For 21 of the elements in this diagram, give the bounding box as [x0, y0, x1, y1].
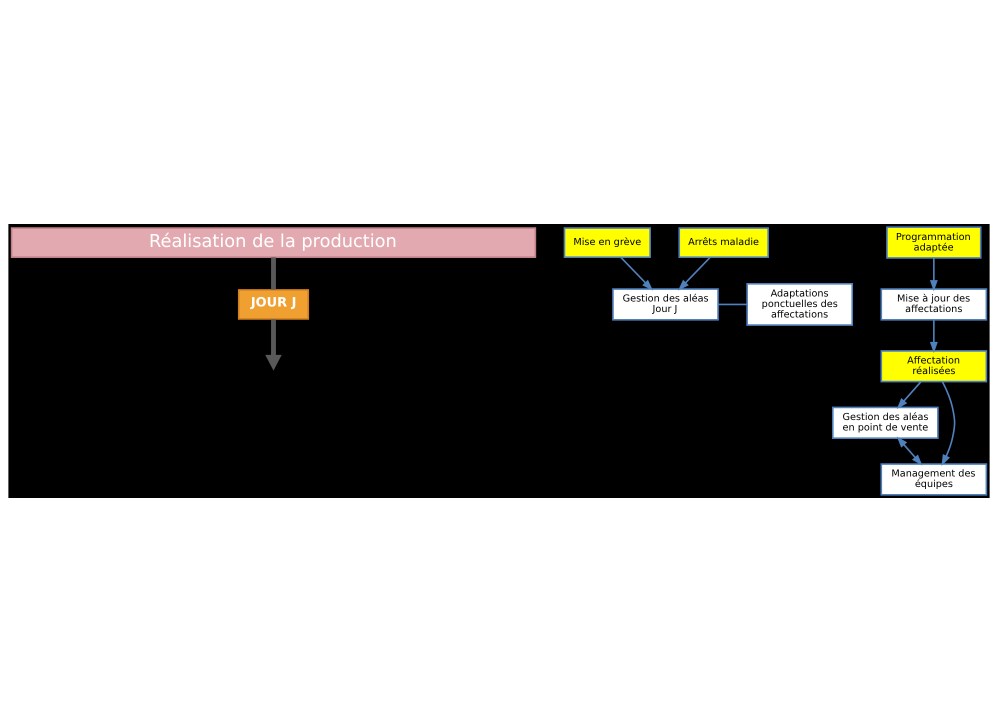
connector [718, 304, 747, 306]
arrow [678, 256, 711, 291]
node-box: Affectation réalisées [880, 350, 988, 382]
arrow [930, 258, 938, 292]
node-box: Management des équipes [880, 463, 988, 496]
arrow [620, 256, 653, 291]
node-box: Réalisation de la production [10, 227, 536, 258]
arrow [941, 382, 956, 466]
node-box: Adaptations ponctuelles des affectations [746, 283, 854, 326]
connector [271, 257, 276, 290]
arrow [930, 320, 938, 354]
node-box: Arrêts maladie [678, 227, 769, 258]
node-box: JOUR J [238, 289, 310, 320]
node-box: Gestion des aléas en point de vente [832, 406, 939, 439]
arrow [896, 381, 922, 410]
node-box: Mise en grève [564, 227, 651, 258]
node-box: Programmation adaptée [886, 226, 982, 259]
arrow [265, 319, 282, 371]
node-box: Gestion des aléas Jour J [612, 288, 719, 321]
arrow [896, 436, 922, 466]
node-box: Mise à jour des affectations [880, 288, 988, 321]
